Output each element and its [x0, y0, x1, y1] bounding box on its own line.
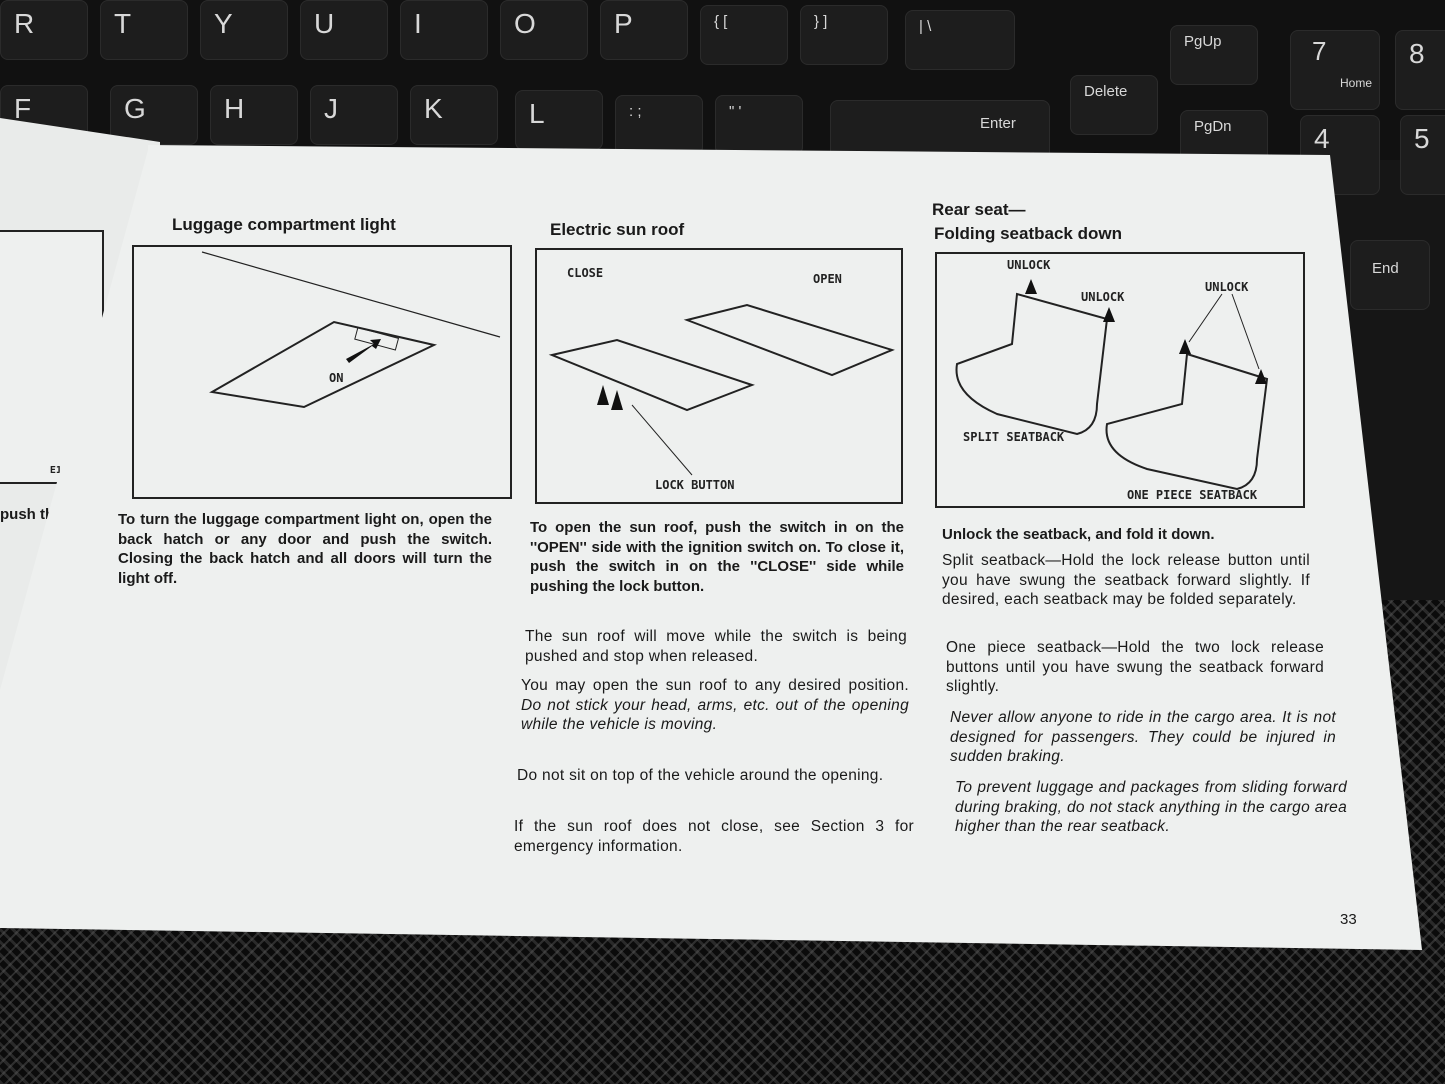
- rear-seat-figure: UNLOCK UNLOCK UNLOCK SPLIT SEATBACK ONE …: [935, 252, 1305, 508]
- sun-roof-note-1: The sun roof will move while the switch …: [525, 628, 907, 665]
- key-label: " ': [729, 103, 742, 120]
- key-label: U: [314, 8, 335, 39]
- key-label: Home: [1340, 76, 1373, 90]
- luggage-stacking-warning: To prevent luggage and packages from sli…: [955, 779, 1347, 835]
- key-label: Enter: [980, 115, 1016, 132]
- key-p: P: [600, 0, 688, 60]
- key-label: 5: [1414, 123, 1430, 154]
- sun-roof-instructions: To open the sun roof, push the switch in…: [530, 519, 904, 595]
- luggage-light-instructions: To turn the luggage compartment light on…: [118, 511, 492, 587]
- arrow-up-icon: [1025, 279, 1037, 294]
- key-label: : ;: [629, 103, 642, 120]
- section-title-rear-seat: Rear seat—: [932, 200, 1026, 219]
- luggage-light-drawing: [201, 251, 501, 409]
- key-o: O: [500, 0, 588, 60]
- arrow-up-icon: [1179, 339, 1191, 354]
- sun-roof-drawing: [548, 303, 895, 476]
- key-label: Y: [214, 8, 233, 39]
- key-5: 5: [1400, 115, 1445, 195]
- key-l: L: [515, 90, 603, 150]
- figure-label-close: CLOSE: [567, 266, 604, 280]
- key-label: 4: [1314, 123, 1330, 154]
- arrow-up-icon: [611, 390, 623, 410]
- key-j: J: [310, 85, 398, 145]
- key-t: T: [100, 0, 188, 60]
- key-delete: Delete: [1070, 75, 1158, 135]
- key-backslash: | \: [905, 10, 1015, 70]
- key-r: R: [0, 0, 88, 60]
- arrow-up-icon: [1255, 369, 1267, 384]
- arrow-up-icon: [597, 385, 609, 405]
- key-semicolon: : ;: [615, 95, 703, 155]
- key-end: End: [1350, 240, 1430, 310]
- section-title-luggage-light: Luggage compartment light: [172, 215, 396, 234]
- figure-label-lock-button: LOCK BUTTON: [655, 478, 735, 492]
- key-label: | \: [919, 18, 932, 35]
- key-label: G: [124, 93, 146, 124]
- one-piece-seatback-note: One piece seatback—Hold the two lock rel…: [946, 639, 1324, 695]
- key-u: U: [300, 0, 388, 60]
- sun-roof-figure: CLOSE OPEN LOCK BUTTON: [535, 248, 903, 504]
- key-label: J: [324, 93, 338, 124]
- key-i: I: [400, 0, 488, 60]
- key-label: F: [14, 93, 32, 124]
- figure-label-unlock: UNLOCK: [1205, 280, 1249, 294]
- arrow-icon: [346, 339, 381, 363]
- key-quote: " ': [715, 95, 803, 155]
- cargo-area-warning: Never allow anyone to ride in the cargo …: [950, 709, 1336, 765]
- figure-label-on: ON: [329, 371, 344, 385]
- sun-roof-note-2: You may open the sun roof to any desired…: [521, 677, 909, 694]
- arrow-up-icon: [1103, 307, 1115, 322]
- key-enter: Enter: [830, 100, 1050, 160]
- keyboard-background: R T Y U I O P { [ } ] | \ F G H J K L : …: [0, 0, 1445, 310]
- key-bracket-right: } ]: [800, 5, 888, 65]
- key-8: 8: [1395, 30, 1445, 110]
- key-g: G: [110, 85, 198, 145]
- key-label: { [: [714, 13, 728, 30]
- luggage-light-figure: ON: [132, 245, 512, 499]
- key-label: T: [114, 8, 132, 39]
- key-h: H: [210, 85, 298, 145]
- key-label: 8: [1409, 38, 1425, 69]
- page-number: 33: [1340, 911, 1357, 928]
- key-label: K: [424, 93, 443, 124]
- left-page-text-fragment: push the: [0, 506, 63, 523]
- section-title-sun-roof: Electric sun roof: [550, 220, 685, 239]
- section-subtitle-folding-seatback: Folding seatback down: [934, 224, 1122, 243]
- sun-roof-note-3: Do not sit on top of the vehicle around …: [517, 767, 884, 784]
- key-label: PgDn: [1194, 118, 1232, 135]
- key-label: 7: [1312, 36, 1327, 66]
- key-pgup: PgUp: [1170, 25, 1258, 85]
- key-label: P: [614, 8, 633, 39]
- rear-seat-drawing: [955, 279, 1269, 491]
- figure-label-split-seatback: SPLIT SEATBACK: [963, 430, 1065, 444]
- key-k: K: [410, 85, 498, 145]
- figure-label-open: OPEN: [813, 272, 842, 286]
- key-label: PgUp: [1184, 33, 1222, 50]
- key-label: L: [529, 98, 545, 129]
- key-label: } ]: [814, 13, 828, 30]
- figure-label-unlock: UNLOCK: [1007, 258, 1051, 272]
- figure-label-one-piece-seatback: ONE PIECE SEATBACK: [1127, 488, 1258, 502]
- sun-roof-warning: Do not stick your head, arms, etc. out o…: [521, 696, 909, 734]
- key-home-7: Home 7: [1290, 30, 1380, 110]
- key-bracket-left: { [: [700, 5, 788, 65]
- key-label: R: [14, 8, 35, 39]
- figure-label-unlock: UNLOCK: [1081, 290, 1125, 304]
- key-label: O: [514, 8, 536, 39]
- split-seatback-note: Split seatback—Hold the lock release but…: [942, 552, 1310, 608]
- key-label: Delete: [1084, 83, 1128, 100]
- key-label: H: [224, 93, 245, 124]
- key-label: End: [1372, 260, 1399, 277]
- seatback-instruction: Unlock the seatback, and fold it down.: [942, 526, 1215, 543]
- sun-roof-note-4: If the sun roof does not close, see Sect…: [514, 818, 914, 855]
- key-y: Y: [200, 0, 288, 60]
- key-label: I: [414, 8, 422, 39]
